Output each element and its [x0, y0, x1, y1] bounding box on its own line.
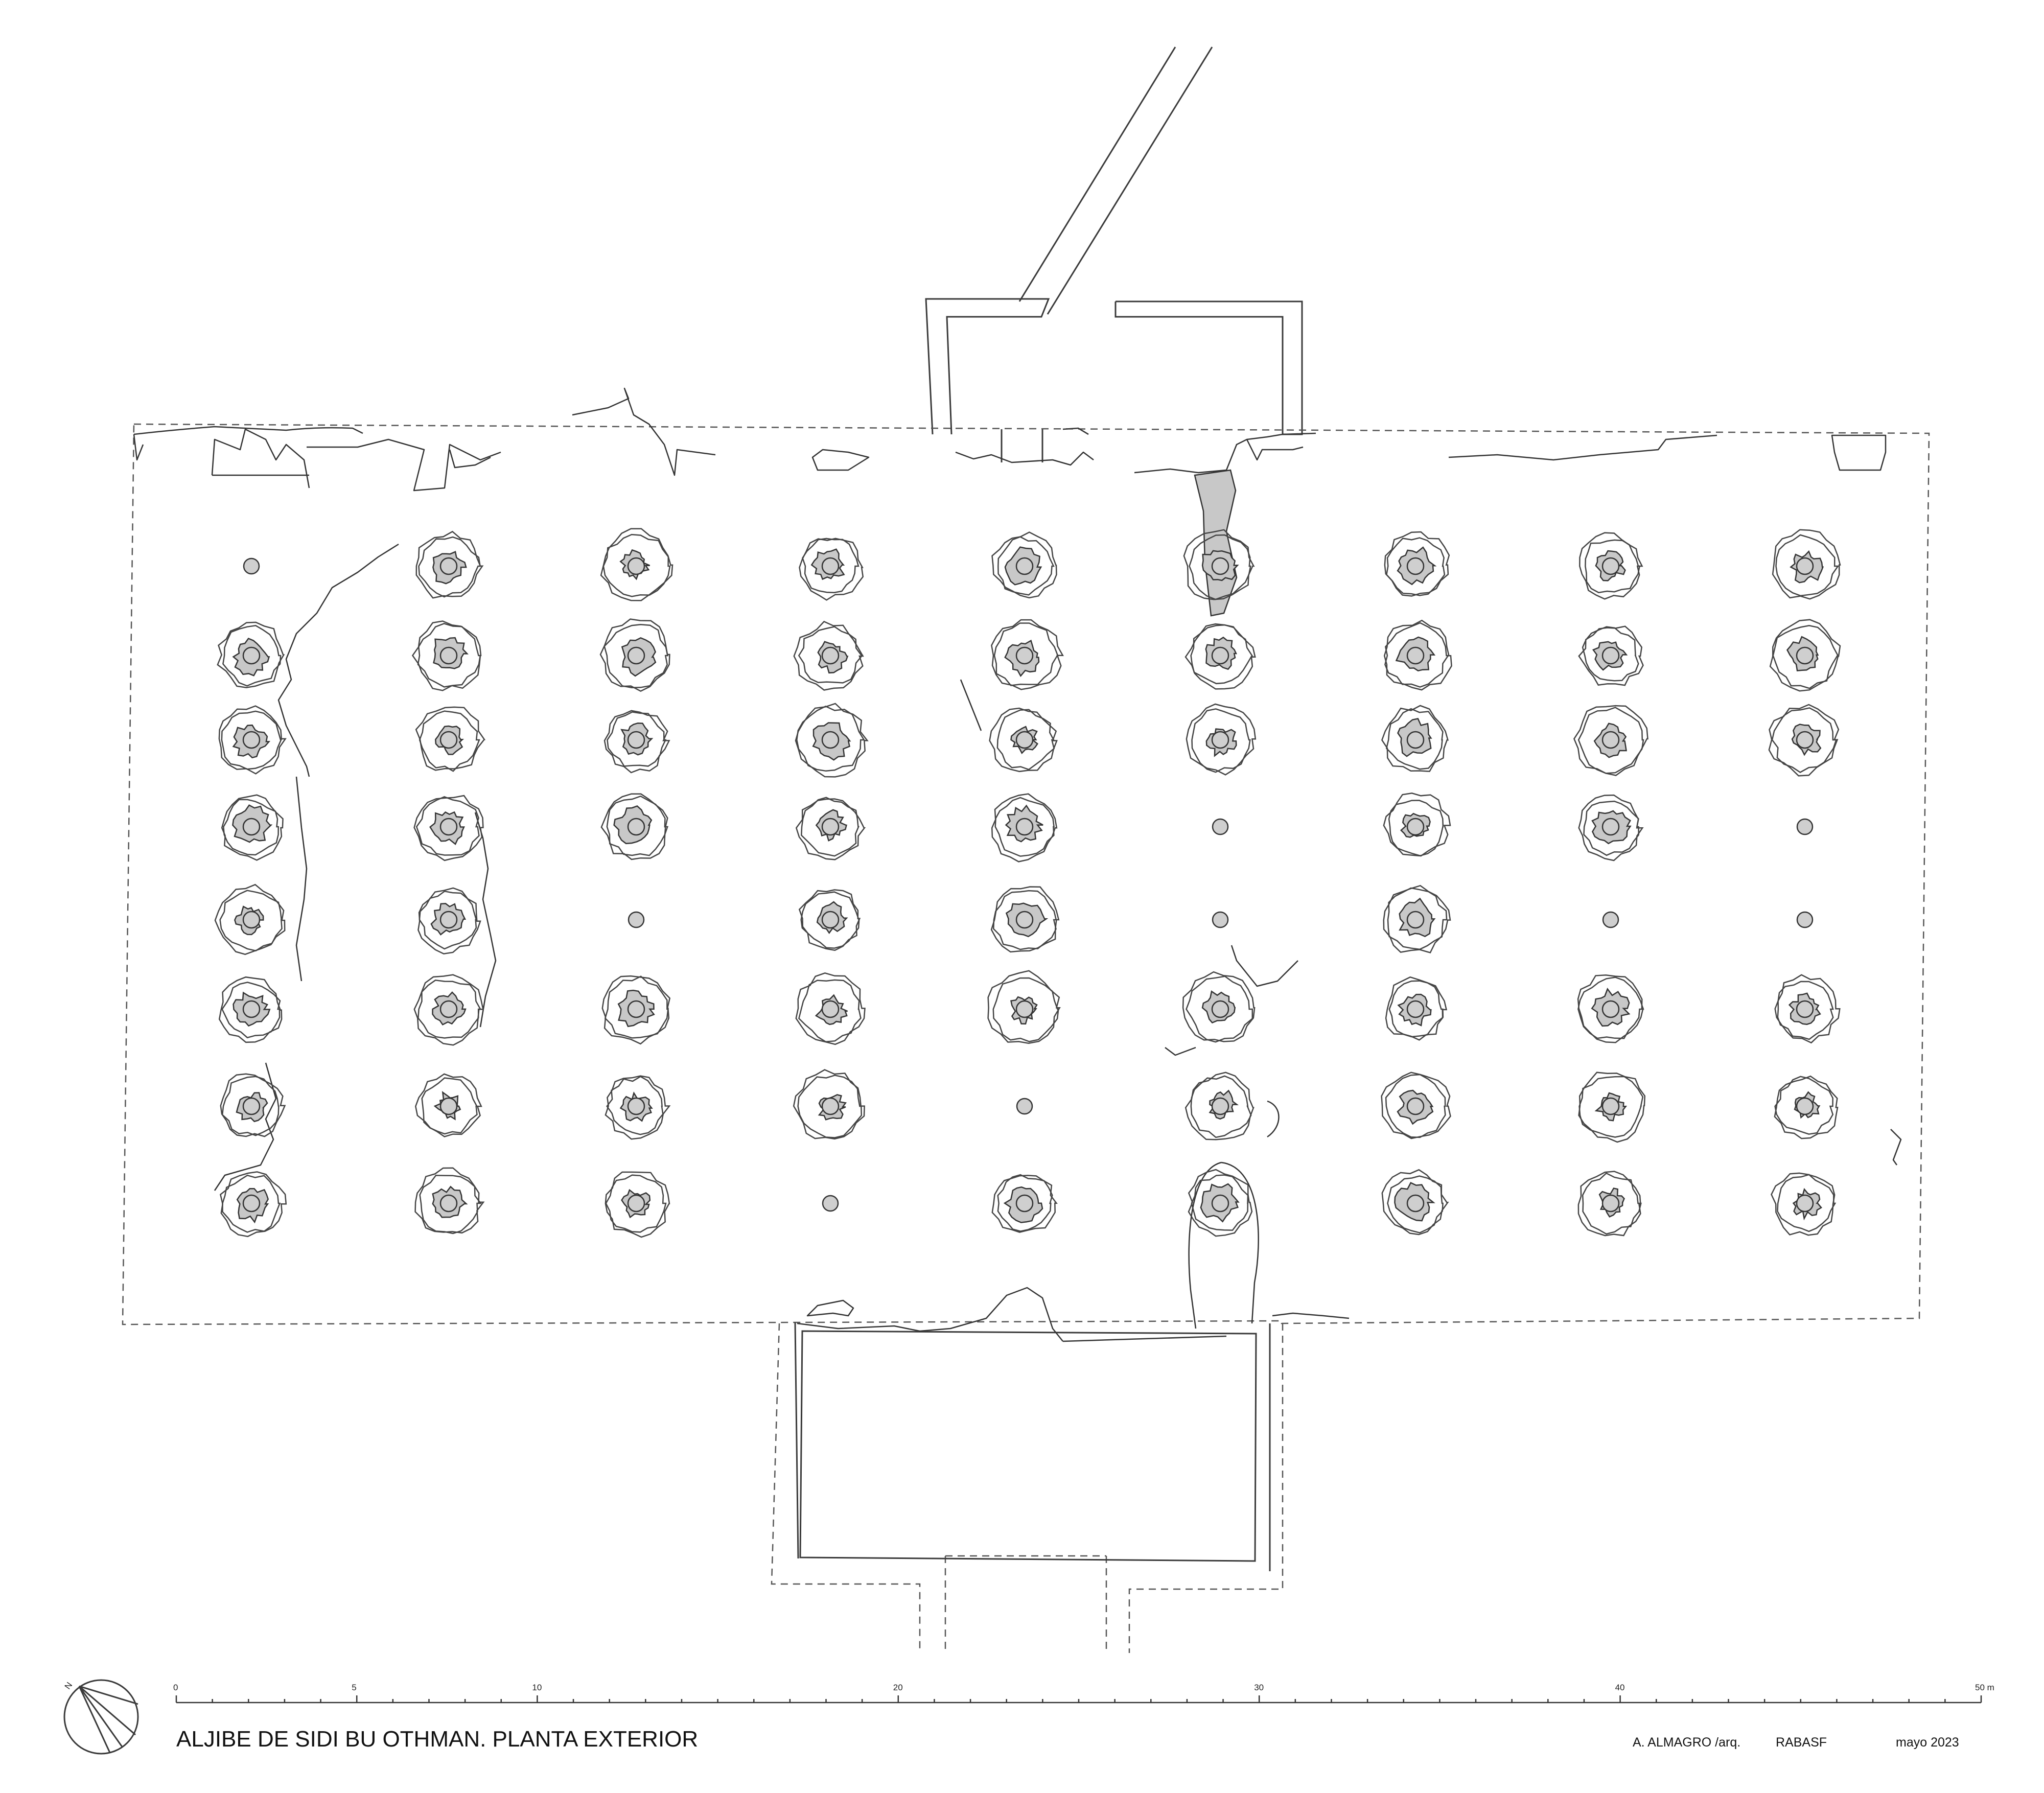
south-annex [771, 1322, 1284, 1653]
pillar [1577, 1171, 1642, 1237]
north-arrow: N [63, 1679, 139, 1755]
pillar [1385, 976, 1448, 1041]
pillar [600, 793, 669, 860]
drawing-title: ALJIBE DE SIDI BU OTHMAN. PLANTA EXTERIO… [176, 1727, 698, 1752]
pillar [217, 621, 285, 688]
scale-tick-label: 0 [173, 1683, 178, 1692]
pillar [214, 883, 286, 956]
pillar [218, 976, 283, 1043]
pillar [1774, 1075, 1839, 1139]
pillar [601, 975, 671, 1045]
pillar [991, 793, 1058, 863]
pillar [793, 1069, 865, 1140]
pillar [1383, 619, 1452, 691]
pillar [1212, 818, 1229, 835]
pillar [1383, 884, 1451, 953]
pillar [220, 1073, 286, 1137]
pillar [628, 911, 645, 928]
pillar [1184, 1072, 1255, 1140]
pillar [991, 531, 1057, 599]
scale-tick-label: 30 [1254, 1683, 1264, 1692]
credit-institution: RABASF [1776, 1735, 1827, 1750]
pillar [991, 619, 1064, 690]
pillar [415, 706, 486, 772]
scale-bar: 0 5 10 20 30 40 50 m [173, 1683, 1994, 1704]
pillar [415, 1073, 482, 1137]
pillar [795, 797, 866, 860]
pillar [1016, 1098, 1033, 1115]
pillar [822, 1195, 839, 1212]
pillar [1381, 1169, 1449, 1236]
west-cracks [214, 543, 1902, 1191]
pillar [795, 703, 869, 778]
north-annex [925, 298, 1303, 462]
pillar [1796, 818, 1814, 835]
pillar [990, 886, 1060, 953]
pillar [599, 618, 670, 692]
pillar [1577, 974, 1644, 1043]
pillar [221, 794, 284, 861]
pillar [600, 528, 673, 601]
pillar [1769, 619, 1841, 692]
pillar [1188, 1169, 1253, 1237]
pillar-grid [214, 528, 1841, 1238]
pillar [1602, 911, 1619, 928]
pillar [220, 1171, 287, 1238]
pillar [605, 1075, 671, 1140]
pillar [1774, 974, 1841, 1044]
pillar [991, 1174, 1058, 1233]
pillar [1383, 793, 1451, 857]
pillar [989, 707, 1058, 773]
pillar [1381, 1072, 1451, 1139]
pillar [411, 620, 482, 691]
pillar [413, 795, 484, 861]
pillar [1578, 794, 1644, 861]
north-wall-traces [133, 387, 1887, 492]
pillar [243, 557, 260, 575]
credit-author: A. ALMAGRO /arq. [1633, 1735, 1740, 1750]
scale-tick-label: 20 [893, 1683, 903, 1692]
pillar [1771, 1172, 1837, 1236]
pillar [417, 887, 481, 954]
credit-date: mayo 2023 [1896, 1735, 1959, 1750]
pillar [414, 1167, 485, 1235]
scale-tick-label: 50 m [1975, 1683, 1994, 1692]
pillar [1796, 911, 1814, 928]
pillar [1772, 529, 1841, 600]
scale-tick-label: 40 [1615, 1683, 1625, 1692]
pillar [603, 710, 670, 774]
pillar [413, 974, 484, 1046]
pillar [1184, 623, 1256, 690]
pillar [987, 970, 1061, 1044]
north-label: N [63, 1681, 75, 1691]
pillar [1381, 705, 1449, 772]
scale-tick-label: 10 [532, 1683, 542, 1692]
south-wall-traces [797, 1287, 1350, 1342]
pillar [1579, 532, 1643, 600]
pillar [1384, 531, 1450, 597]
pillar [1183, 529, 1255, 600]
scale-tick-label: 5 [352, 1683, 356, 1692]
cistern-outline [122, 423, 1930, 1325]
pillar [1578, 625, 1644, 686]
pillar [605, 1171, 670, 1238]
pillar [799, 538, 864, 601]
north-corridor [1018, 46, 1213, 315]
pillar [1573, 705, 1648, 776]
pillar [1212, 911, 1229, 928]
pillar [1768, 704, 1840, 777]
pillar [218, 705, 287, 775]
pillar [1182, 971, 1256, 1043]
pillar [798, 889, 861, 951]
pillar [1578, 1072, 1646, 1143]
pillar [415, 530, 484, 599]
pillar [1186, 703, 1257, 776]
pillar [795, 972, 866, 1045]
pillar [793, 620, 864, 691]
